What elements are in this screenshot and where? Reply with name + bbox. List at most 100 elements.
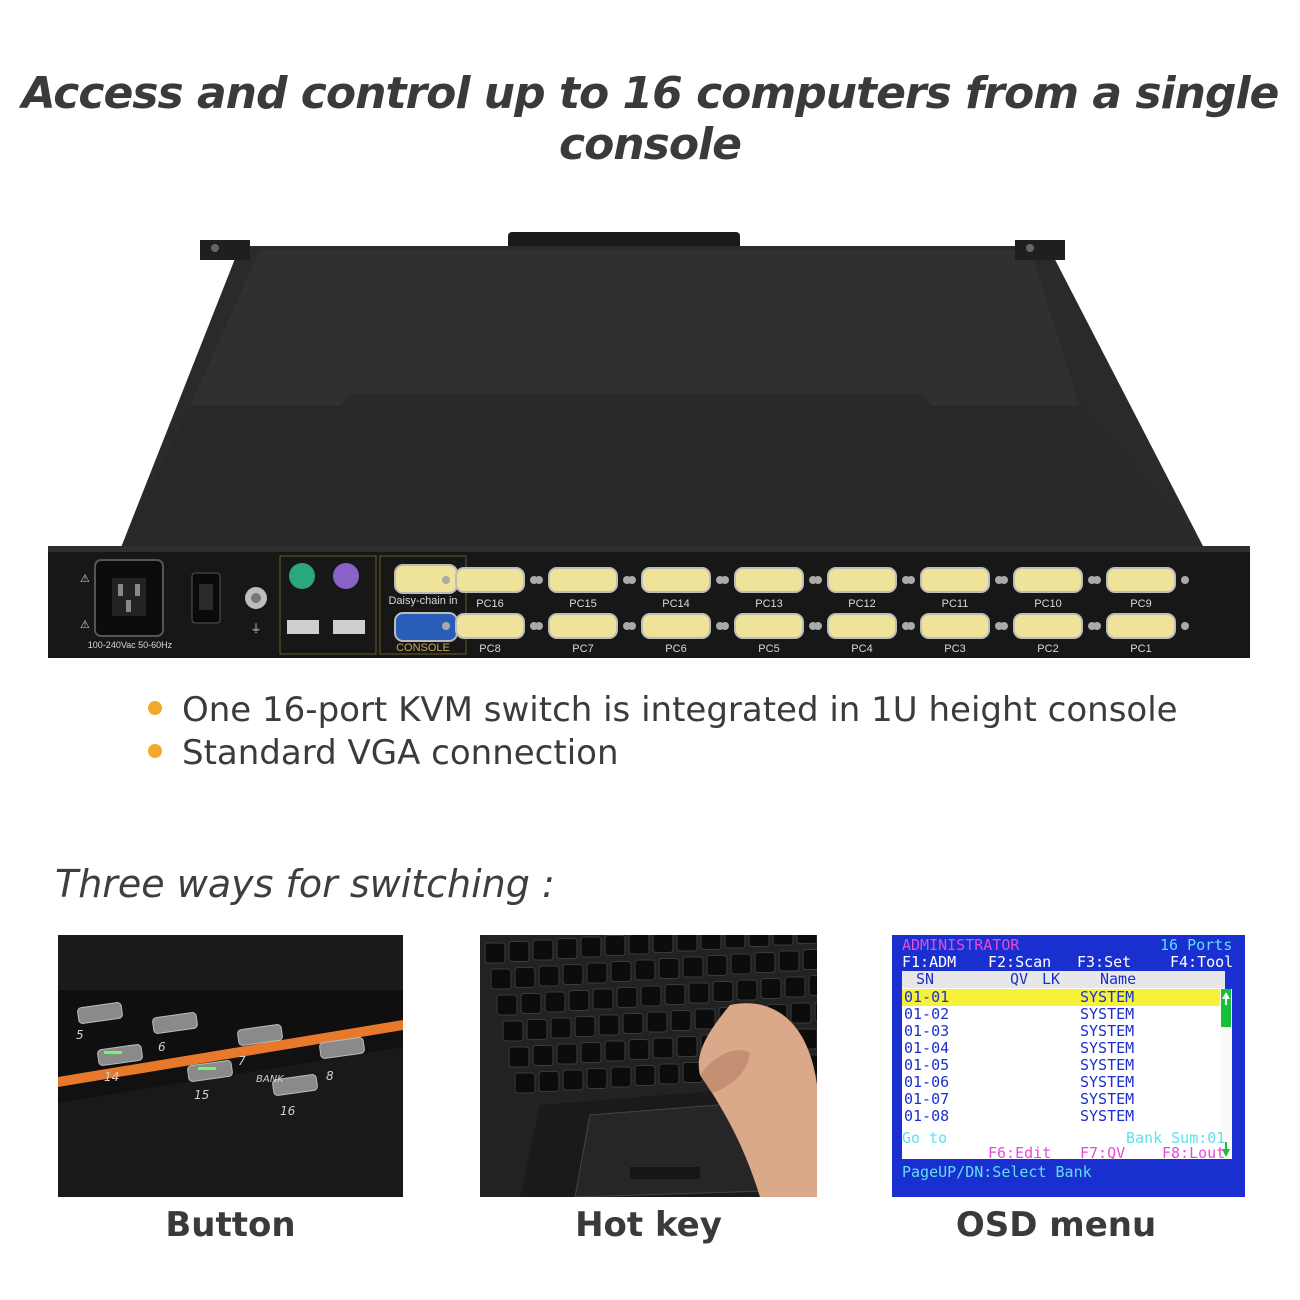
- keyboard-key: [490, 968, 512, 990]
- osd-row-name: SYSTEM: [1080, 1056, 1135, 1074]
- osd-pageupdn: PageUP/DN:Select Bank: [902, 1163, 1092, 1181]
- keyboard-key: [754, 952, 776, 973]
- button-caption: Button: [165, 1205, 296, 1245]
- keyboard-key: [622, 1013, 644, 1034]
- power-label: 100-240Vac 50-60Hz: [88, 640, 173, 650]
- svg-text:5: 5: [76, 1028, 84, 1042]
- keyboard-key: [658, 1063, 680, 1085]
- keyboard-key: [538, 1071, 560, 1092]
- keyboard-key: [730, 953, 752, 975]
- osd-port-row[interactable]: 01-05 SYSTEM: [902, 1057, 1225, 1074]
- svg-text:14: 14: [104, 1070, 119, 1084]
- port-label: PC15: [569, 598, 597, 610]
- osd-row-sn: 01-02: [904, 1005, 950, 1023]
- port-screw: [628, 622, 636, 630]
- port-screw: [721, 622, 729, 630]
- keyboard-key: [556, 1043, 578, 1065]
- osd-f4: F4:Tool: [1170, 953, 1234, 971]
- keyboard-key: [484, 942, 506, 964]
- port-screw: [1093, 622, 1101, 630]
- port-label: PC7: [572, 643, 593, 655]
- keyboard-key: [580, 1042, 602, 1063]
- osd-row-name: SYSTEM: [1080, 1090, 1135, 1108]
- osd-goto: Go to: [902, 1129, 948, 1147]
- keyboard-key: [532, 1045, 554, 1066]
- keyboard-key: [724, 935, 746, 949]
- svg-text:BANK: BANK: [256, 1074, 285, 1085]
- keyboard-key: [688, 982, 710, 1004]
- keyboard-key: [652, 1037, 674, 1059]
- keyboard-key: [628, 1039, 650, 1060]
- keyboard-key: [610, 1066, 632, 1088]
- kvm-device-rear-view: ⚠ ⚠ 100-240Vac 50-60Hz ⏚ Daisy-chain in …: [48, 232, 1250, 658]
- osd-port-row[interactable]: 01-02 SYSTEM: [902, 1006, 1225, 1023]
- vga-port: [548, 613, 618, 639]
- scroll-down-icon: [1222, 1142, 1230, 1157]
- keyboard-key: [652, 935, 674, 953]
- keyboard-key: [808, 975, 817, 996]
- port-label: PC5: [758, 643, 779, 655]
- port-label: PC8: [479, 643, 500, 655]
- keyboard-key: [502, 1020, 524, 1042]
- keyboard-key: [772, 935, 794, 946]
- osd-row-sn: 01-04: [904, 1039, 950, 1057]
- keyboard-key: [664, 984, 686, 1005]
- osd-header-row: SN QV LK Name: [902, 971, 1225, 988]
- ways-title: Three ways for switching :: [55, 862, 555, 906]
- osd-menu-screen: ADMINISTRATOR 16 Ports F1:ADM F2:Scan F3…: [892, 935, 1245, 1197]
- bullet-item: One 16-port KVM switch is integrated in …: [148, 690, 1178, 730]
- port-label: PC9: [1130, 598, 1151, 610]
- port-screw: [535, 622, 543, 630]
- port-label: PC6: [665, 643, 686, 655]
- port-screw: [442, 576, 450, 584]
- port-label: PC12: [848, 598, 876, 610]
- port-label: PC16: [476, 598, 504, 610]
- osd-sn-field: SN -----: [962, 1129, 1035, 1147]
- osd-row-name: SYSTEM: [1080, 1005, 1135, 1023]
- scroll-up-icon: [1222, 992, 1230, 1005]
- vga-port: [1106, 613, 1176, 639]
- vga-port: [455, 613, 525, 639]
- bullet-dot-icon: [148, 743, 162, 758]
- osd-scrollbar[interactable]: [1220, 989, 1232, 1159]
- port-screw: [628, 576, 636, 584]
- keyboard-key: [526, 1019, 548, 1040]
- osd-f1: F1:ADM: [902, 953, 957, 971]
- vga-port: [548, 567, 618, 593]
- keyboard-key: [574, 1016, 596, 1037]
- port-label: PC10: [1034, 598, 1062, 610]
- keyboard-key: [580, 936, 602, 958]
- keyboard-key: [658, 958, 680, 979]
- port-label: PC1: [1130, 643, 1151, 655]
- svg-text:⏚: ⏚: [251, 622, 262, 635]
- osd-f8: F8:Lout: [1162, 1144, 1226, 1162]
- keyboard-key: [640, 985, 662, 1007]
- port-screw: [721, 576, 729, 584]
- svg-text:15: 15: [194, 1088, 209, 1102]
- vga-port: [920, 567, 990, 593]
- port-screw: [1000, 576, 1008, 584]
- console-label: CONSOLE: [396, 642, 450, 654]
- osd-caption: OSD menu: [955, 1205, 1157, 1245]
- osd-row-name: SYSTEM: [1080, 1073, 1135, 1091]
- port-screw: [814, 622, 822, 630]
- svg-text:8: 8: [326, 1069, 334, 1083]
- keyboard-key: [586, 1068, 608, 1089]
- port-screw: [1000, 622, 1008, 630]
- port-screw: [814, 576, 822, 584]
- keyboard-key: [508, 941, 530, 962]
- keyboard-key: [538, 965, 560, 987]
- svg-text:7: 7: [238, 1054, 246, 1068]
- osd-row-sn: 01-05: [904, 1056, 950, 1074]
- osd-row-sn: 01-08: [904, 1107, 950, 1125]
- osd-row-sn: 01-01: [904, 988, 950, 1006]
- keyboard-key: [802, 949, 817, 970]
- keyboard-key: [628, 935, 650, 955]
- keyboard-key: [634, 959, 656, 981]
